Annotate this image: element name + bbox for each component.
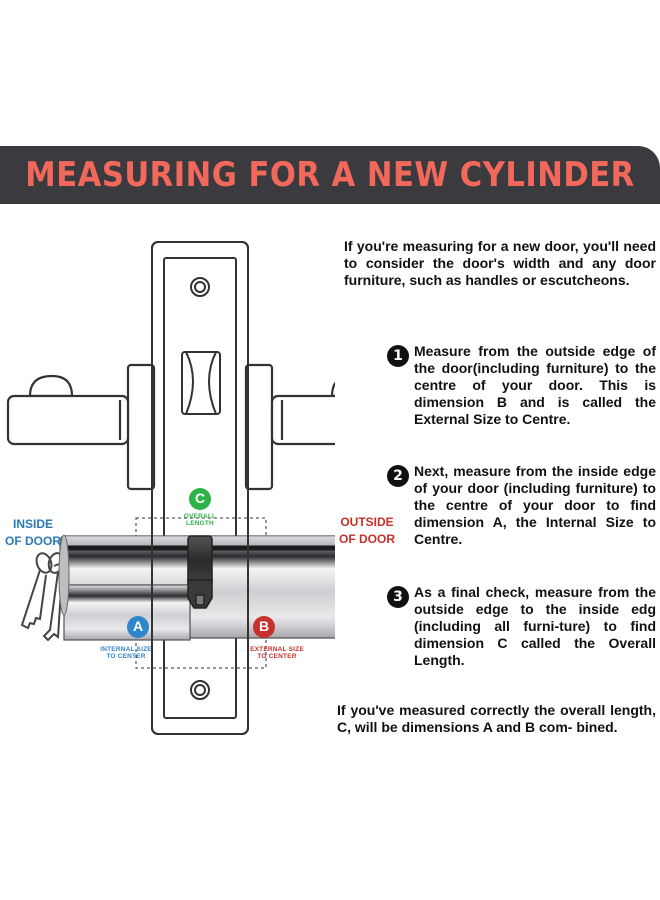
- cylinder-cam: [187, 535, 213, 609]
- internal-size-label: INTERNAL SIZE TO CENTER: [100, 646, 152, 661]
- outside-of-door-label: OUTSIDE OF DOOR: [339, 515, 395, 546]
- external-size-label: EXTERNAL SIZE TO CENTER: [250, 646, 304, 661]
- badge-c-letter: C: [194, 490, 206, 506]
- title-banner: MEASURING FOR A NEW CYLINDER: [0, 146, 660, 204]
- left-handle: [6, 363, 156, 491]
- step-2-text: Next, measure from the inside edge of yo…: [414, 463, 656, 547]
- badge-c: [189, 488, 211, 510]
- badge-b: [253, 616, 275, 638]
- lock-diagram: C A B OVERALL LENGTH INTERNAL SIZE TO CE…: [0, 230, 335, 750]
- handle-spindle: [181, 351, 221, 415]
- badge-a-letter: A: [132, 618, 144, 634]
- lock-illustration: [6, 241, 335, 735]
- badge-a: [127, 616, 149, 638]
- step-3-number-icon: 3: [387, 586, 409, 608]
- step-3-text: As a final check, measure from the outsi…: [414, 584, 656, 668]
- inside-of-door-label: INSIDE OF DOOR: [5, 517, 61, 548]
- conclusion-text: If you've measured correctly the overall…: [337, 702, 656, 735]
- step-1-text: Measure from the outside edge of the doo…: [414, 343, 656, 427]
- right-handle: [244, 363, 335, 491]
- overall-length-label: OVERALL LENGTH: [183, 513, 217, 528]
- step-2-number-icon: 2: [387, 465, 409, 487]
- intro-text: If you're measuring for a new door, you'…: [344, 238, 656, 288]
- page-title: MEASURING FOR A NEW CYLINDER: [25, 155, 635, 195]
- step-1-number-icon: 1: [387, 345, 409, 367]
- badge-b-letter: B: [258, 618, 270, 634]
